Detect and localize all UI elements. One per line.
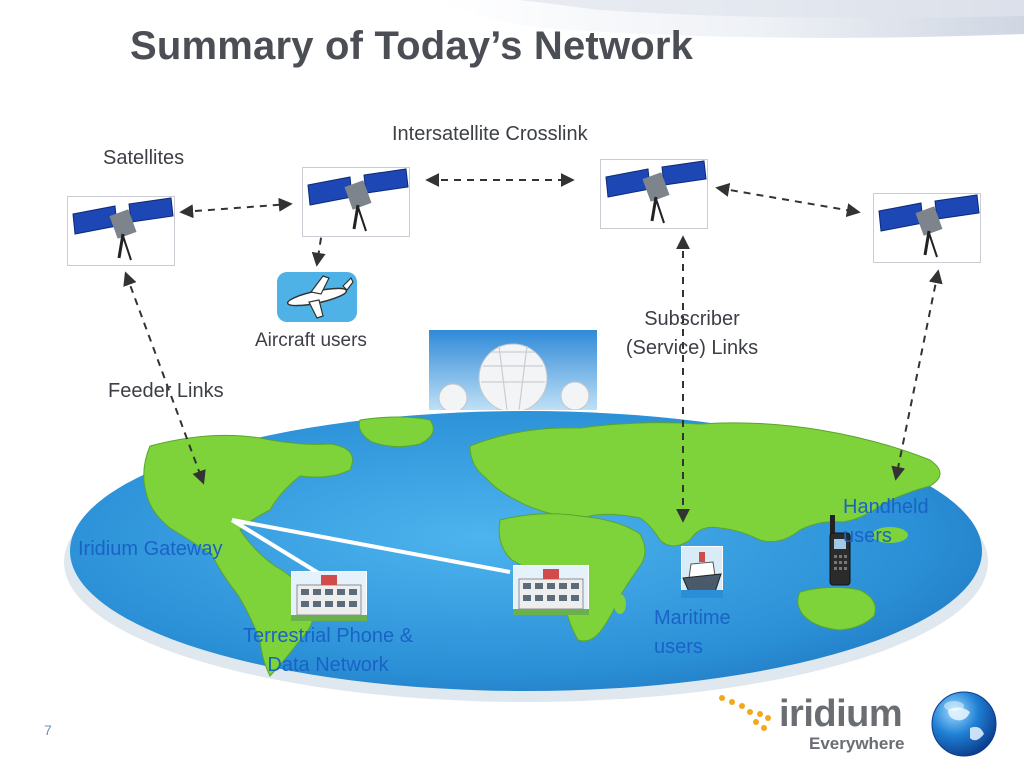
maritime-users-line2: users <box>654 636 703 658</box>
subscriber-links-line2: (Service) Links <box>625 337 759 359</box>
feeder-links-label: Feeder Links <box>108 380 224 402</box>
terrestrial-line <box>230 518 322 576</box>
terrestrial-network-line1: Terrestrial Phone & <box>242 625 414 647</box>
aircraft-link-arrow <box>311 209 331 267</box>
ship-icon <box>681 546 723 598</box>
satellite-icon <box>302 167 410 237</box>
land-island <box>614 594 626 614</box>
crosslink-label: Intersatellite Crosslink <box>392 123 588 145</box>
land-greenland <box>358 416 434 448</box>
radome-icon <box>429 330 597 410</box>
terrestrial-line <box>231 518 511 574</box>
handheld-users-line2: users <box>843 525 892 547</box>
satellite-icon <box>600 159 708 229</box>
subscriber-links-label: Subscriber (Service) Links <box>612 305 772 363</box>
logo-dots-icon <box>719 695 771 731</box>
handheld-users-label: Handheld users <box>843 493 929 551</box>
iridium-gateway-label: Iridium Gateway <box>78 538 223 560</box>
satellite-icon <box>873 193 981 263</box>
globe-icon <box>931 691 997 757</box>
logo-wordmark: iridium <box>779 693 903 735</box>
airplane-icon <box>277 272 357 322</box>
header-swoosh <box>440 0 1024 38</box>
handheld-users-line1: Handheld <box>843 496 929 518</box>
maritime-users-line1: Maritime <box>654 607 731 629</box>
page-number: 7 <box>44 722 52 738</box>
crosslink-arrow <box>715 182 861 218</box>
subscriber-links-line1: Subscriber <box>644 308 740 330</box>
land-island <box>872 527 908 543</box>
handheld-phone-icon <box>829 515 851 586</box>
maritime-users-label: Maritime users <box>654 604 731 662</box>
satellites-label: Satellites <box>103 147 185 169</box>
gateway-building-icon <box>513 565 589 615</box>
terrestrial-network-line2: Data Network <box>267 654 389 676</box>
slide-title: Summary of Today’s Network <box>130 24 694 68</box>
gateway-building-icon <box>291 571 367 621</box>
aircraft-users-label: Aircraft users <box>255 330 367 351</box>
land-australia <box>797 586 876 631</box>
handheld-link-arrow <box>891 269 943 481</box>
crosslink-arrow <box>179 197 293 219</box>
satellite-icon <box>67 196 175 266</box>
logo-tagline: Everywhere <box>809 734 905 753</box>
feeder-link-arrow <box>123 271 206 485</box>
terrestrial-network-label: Terrestrial Phone & Data Network <box>220 622 436 680</box>
